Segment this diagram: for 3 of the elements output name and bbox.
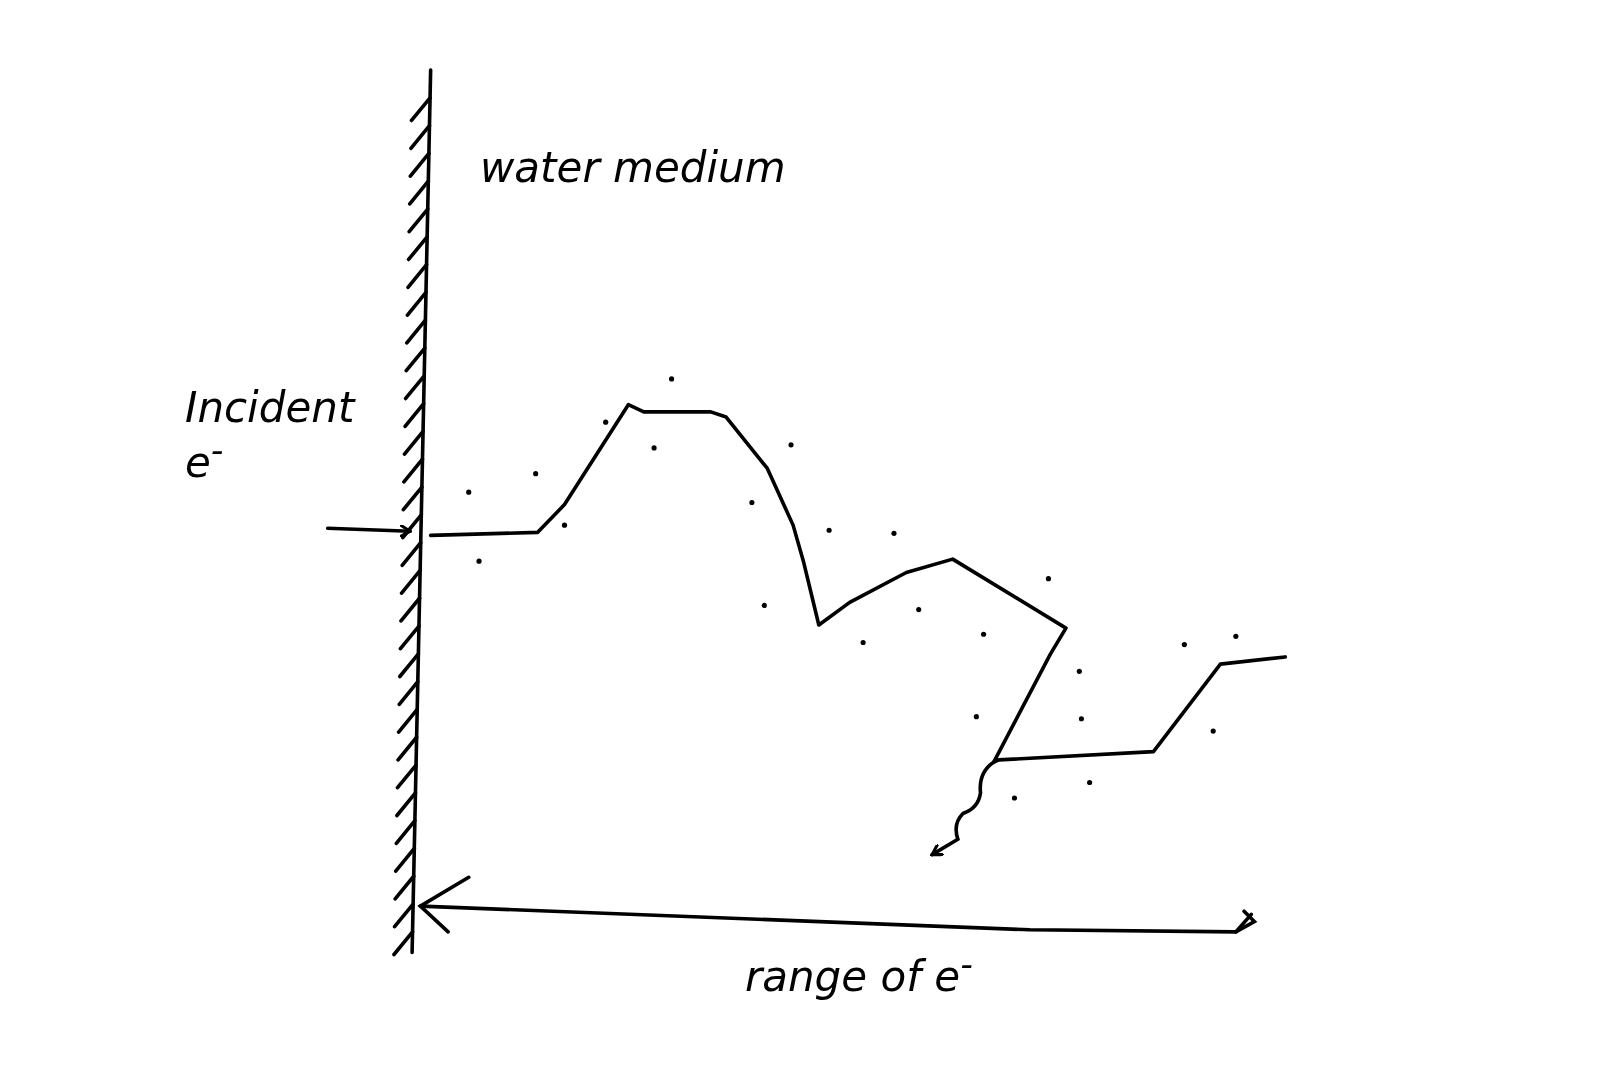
range-label: range of e$^{-}$ — [745, 945, 973, 1001]
incident-electron-label: Incident e$^{-}$ — [185, 385, 357, 487]
medium-label: water medium — [480, 145, 786, 192]
